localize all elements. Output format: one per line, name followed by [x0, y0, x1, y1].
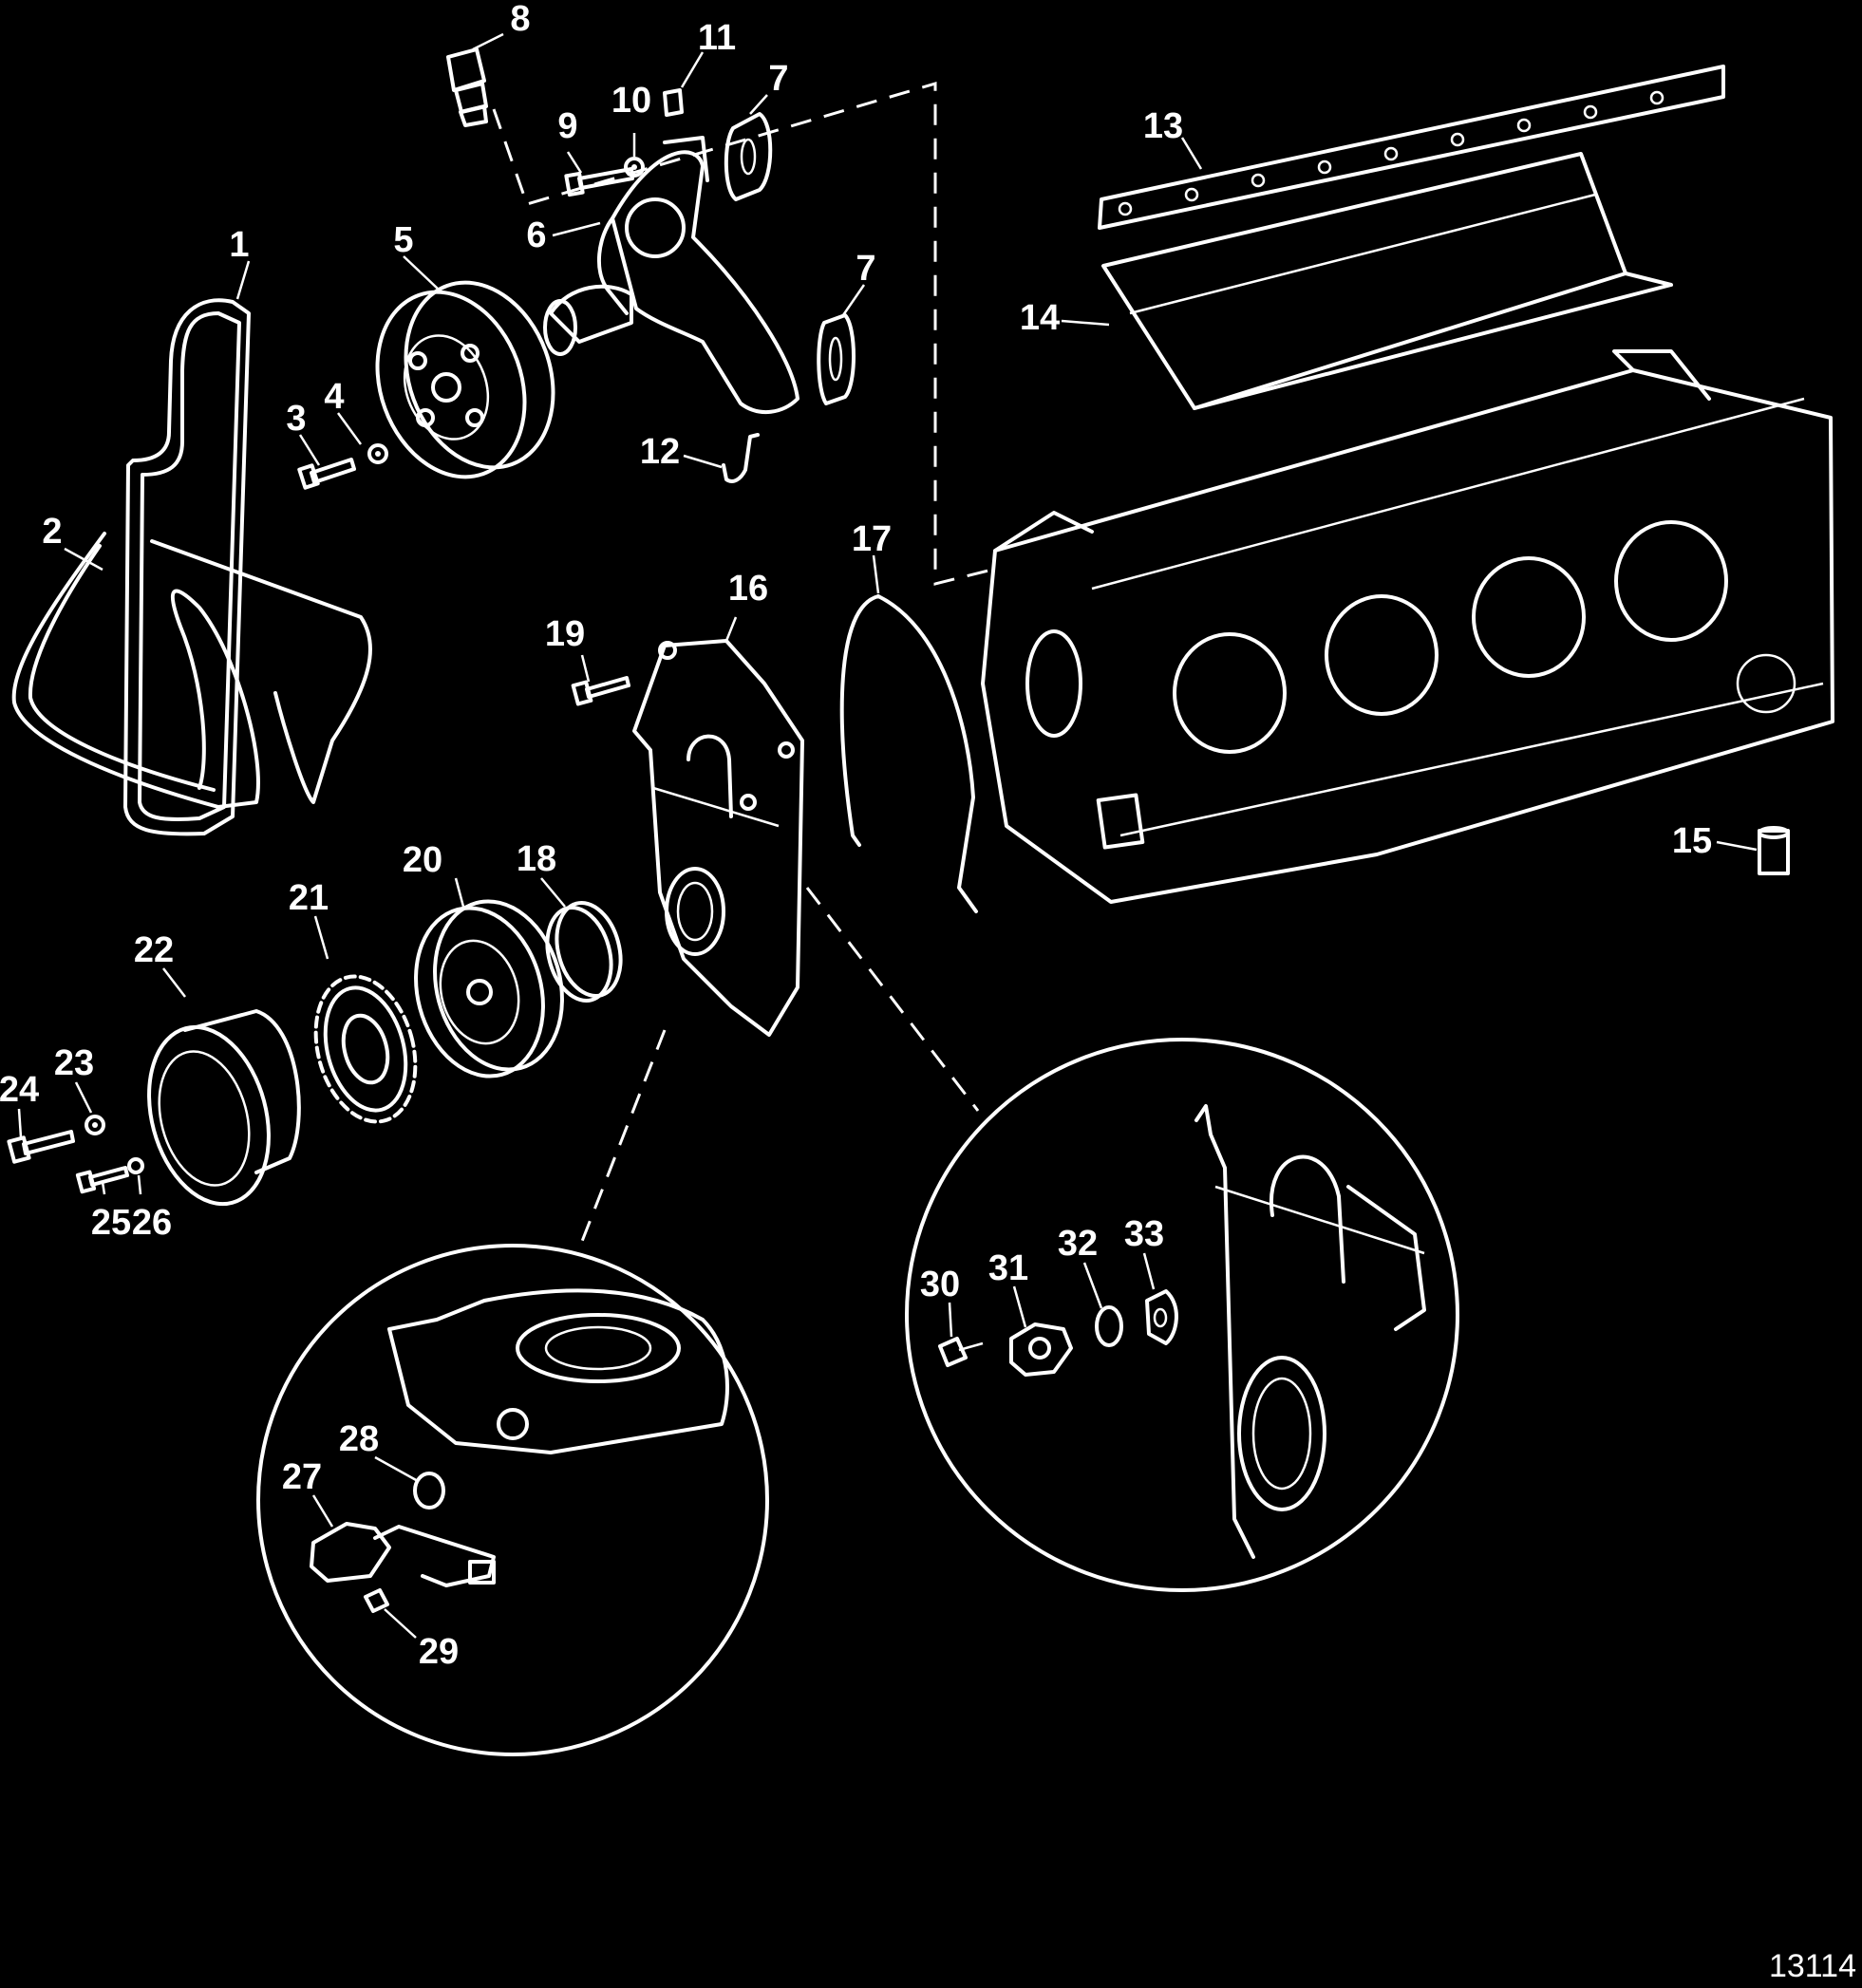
o-ring-32: [1095, 1305, 1123, 1347]
figure-number: 13114: [1769, 1948, 1856, 1984]
callout-20: 20: [403, 840, 442, 880]
callout-9: 9: [557, 106, 577, 146]
callout-labels: 1 2 3 4 5 6 7 7 8 9 10 11 12 13 14 15 16…: [0, 0, 1712, 1672]
timing-cover-gasket-17: [839, 594, 978, 913]
oil-pan-gasket-13: [1098, 65, 1725, 230]
water-pump-pulley-5: [375, 280, 555, 479]
callout-7-lower: 7: [856, 249, 875, 289]
callout-23: 23: [54, 1043, 94, 1083]
bolt-3: [297, 458, 356, 490]
callout-28: 28: [339, 1419, 379, 1459]
callout-5: 5: [393, 220, 413, 260]
callout-17: 17: [852, 519, 892, 559]
crankshaft-pulley-22: [147, 1009, 301, 1207]
gasket-33: [1145, 1289, 1178, 1345]
water-pump-gasket-7-lower: [817, 313, 856, 405]
water-pump-6: [543, 136, 799, 415]
callout-15: 15: [1672, 821, 1712, 861]
callout-3: 3: [286, 399, 306, 439]
bolt-29: [364, 1588, 389, 1613]
leader-lines: [17, 32, 1758, 1639]
bolt-25: [75, 1166, 129, 1194]
callout-2: 2: [42, 512, 62, 552]
callout-32: 32: [1058, 1224, 1098, 1264]
front-seal-18: [545, 900, 623, 1003]
temperature-sender-8: [446, 47, 488, 127]
o-ring-28: [413, 1472, 445, 1510]
callout-12: 12: [640, 432, 680, 472]
bolt-19: [571, 676, 630, 706]
callout-1: 1: [229, 225, 249, 265]
callout-11: 11: [698, 18, 736, 58]
callout-31: 31: [988, 1248, 1028, 1288]
callout-16: 16: [728, 569, 768, 609]
callout-26: 26: [132, 1203, 172, 1243]
washer-26: [127, 1157, 144, 1174]
callout-21: 21: [289, 878, 329, 918]
callout-25: 25: [91, 1203, 131, 1243]
callout-18: 18: [517, 839, 556, 879]
crank-reluctor-ring-21: [313, 974, 418, 1124]
callout-19: 19: [545, 614, 585, 654]
oil-baffle-14: [1101, 152, 1673, 410]
fitting-15: [1758, 826, 1790, 875]
drive-belt-2: [11, 532, 372, 809]
washer-23: [85, 1115, 105, 1135]
callout-6: 6: [526, 216, 546, 255]
callout-24: 24: [0, 1070, 39, 1110]
dashed-guide-lines: [492, 81, 993, 1245]
bolt-9: [564, 167, 634, 197]
callout-27: 27: [282, 1457, 322, 1497]
callout-10: 10: [611, 81, 651, 121]
bolt-24: [7, 1130, 75, 1164]
callout-8: 8: [510, 0, 530, 39]
harmonic-balancer-20: [414, 899, 564, 1078]
callout-33: 33: [1124, 1214, 1164, 1254]
drive-belt-1: [123, 298, 251, 836]
bolt-30: [938, 1337, 984, 1367]
callout-29: 29: [419, 1632, 459, 1672]
clip-12: [722, 433, 760, 483]
washer-10: [624, 157, 645, 178]
callout-7-upper: 7: [768, 59, 788, 99]
crankshaft-position-sensor-27: [310, 1522, 496, 1587]
engine-block: [981, 349, 1834, 904]
plug-11: [663, 88, 684, 117]
detail-view-crank-sensor: [256, 1244, 769, 1756]
callout-14: 14: [1020, 298, 1060, 338]
callout-22: 22: [134, 930, 174, 970]
callout-4: 4: [324, 377, 344, 417]
callout-13: 13: [1143, 106, 1183, 146]
detail-view-cam-sensor: [905, 1038, 1459, 1592]
callout-30: 30: [920, 1265, 960, 1304]
camshaft-position-sensor-31: [1009, 1322, 1073, 1377]
washer-4: [367, 443, 388, 464]
water-pump-gasket-7-upper: [724, 112, 773, 201]
timing-cover-16: [632, 639, 804, 1037]
